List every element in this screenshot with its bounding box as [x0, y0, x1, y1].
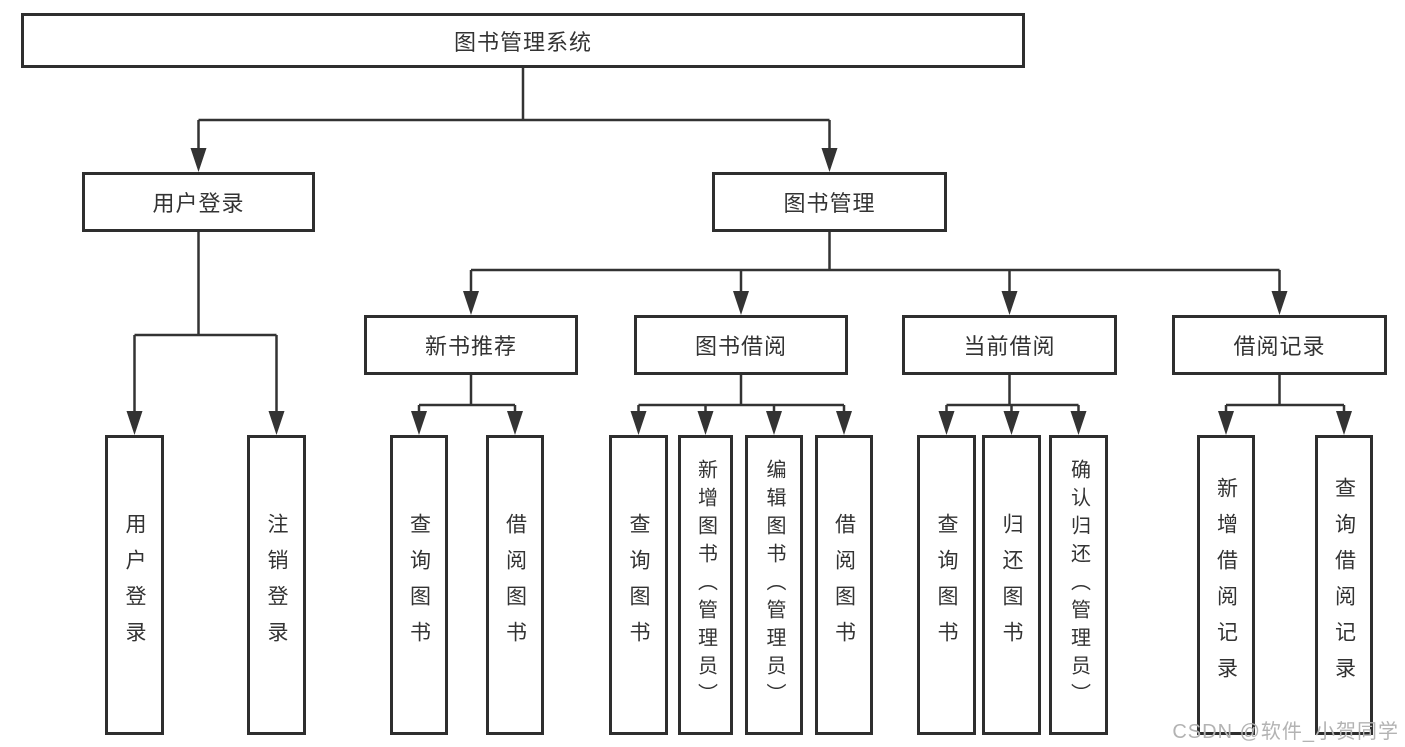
node-label: 图书借阅 [694, 334, 787, 359]
node-label: 新书推荐 [424, 334, 517, 359]
node-label: 借阅记录 [1233, 334, 1326, 359]
node-user-login: 用户登录 [82, 172, 315, 232]
leaf-label: 新增借阅记录 [1214, 477, 1238, 693]
leaf-label: 确认归还（管理员） [1067, 459, 1090, 711]
leaf-label: 查询借阅记录 [1332, 477, 1356, 693]
leaf-label: 用户登录 [123, 513, 146, 657]
leaf-add-borrow-record: 新增借阅记录 [1197, 435, 1255, 735]
connector-lines [133, 68, 1346, 415]
csdn-watermark: CSDN @软件_小贺同学 [1172, 721, 1399, 743]
leaf-query-books-2: 查询图书 [609, 435, 668, 735]
leaf-user-login: 用户登录 [105, 435, 164, 735]
leaf-edit-books-admin: 编辑图书（管理员） [745, 435, 803, 735]
node-label: 当前借阅 [963, 334, 1056, 359]
leaf-label: 借阅图书 [832, 513, 856, 657]
node-label: 图书管理系统 [453, 29, 592, 55]
leaf-label: 归还图书 [1000, 513, 1023, 657]
leaf-query-books-1: 查询图书 [390, 435, 448, 735]
leaf-label: 借阅图书 [503, 513, 527, 657]
leaf-query-borrow-record: 查询借阅记录 [1315, 435, 1373, 735]
leaf-label: 查询图书 [935, 513, 958, 657]
leaf-label: 查询图书 [627, 513, 650, 657]
leaf-label: 注销登录 [265, 513, 288, 657]
node-book-borrowing: 图书借阅 [634, 315, 848, 375]
leaf-query-books-3: 查询图书 [917, 435, 976, 735]
node-label: 图书管理 [783, 191, 876, 216]
node-current-borrowing: 当前借阅 [902, 315, 1117, 375]
node-new-book-recommendation: 新书推荐 [364, 315, 578, 375]
node-borrowing-records: 借阅记录 [1172, 315, 1387, 375]
connector-arrowheads [126, 148, 1352, 435]
leaf-label: 新增图书（管理员） [694, 459, 717, 711]
leaf-return-books: 归还图书 [982, 435, 1041, 735]
leaf-borrow-books-2: 借阅图书 [815, 435, 873, 735]
node-library-system: 图书管理系统 [21, 13, 1025, 68]
leaf-label: 查询图书 [407, 513, 431, 657]
node-book-management: 图书管理 [712, 172, 947, 232]
leaf-confirm-return-admin: 确认归还（管理员） [1049, 435, 1108, 735]
node-label: 用户登录 [152, 191, 245, 216]
leaf-add-books-admin: 新增图书（管理员） [678, 435, 733, 735]
leaf-logout: 注销登录 [247, 435, 306, 735]
leaf-label: 编辑图书（管理员） [763, 459, 785, 711]
leaf-borrow-books-1: 借阅图书 [486, 435, 544, 735]
